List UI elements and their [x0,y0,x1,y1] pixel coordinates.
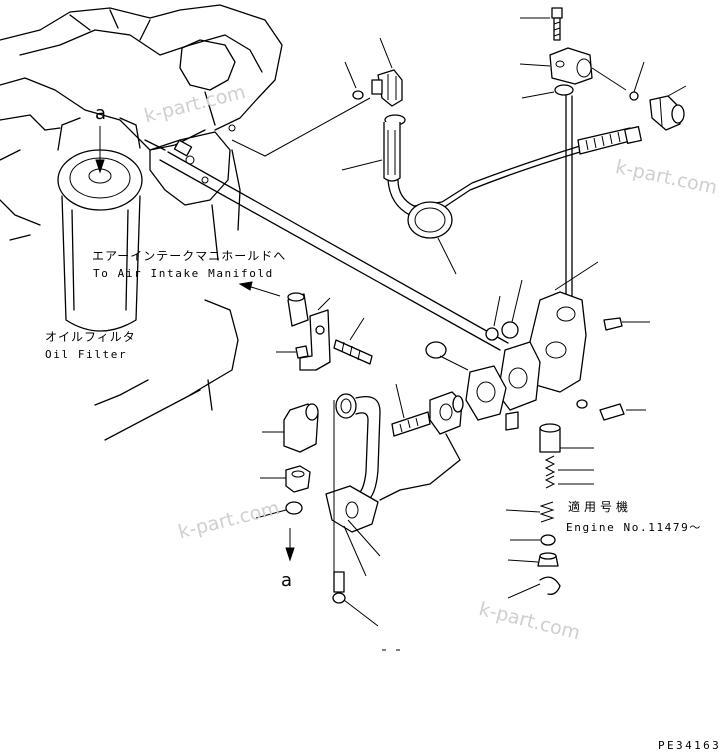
washer-top [344,61,364,100]
gasket-top-right [521,84,574,99]
manifold-label-en: To Air Intake Manifold [93,267,274,280]
oil-pipe-to-valve [159,139,509,351]
oil-filter [44,117,166,332]
rubber-hose [341,114,581,275]
engine-serial-label-jp: 適用号機 [568,500,633,514]
elbow-fitting-left [255,403,319,519]
elbow-fitting-right [629,61,687,131]
lower-pipe-assembly [325,393,381,627]
reference-marker-a-bottom: a [281,570,293,591]
drawing-code: PE34163 [658,739,722,752]
banjo-center [379,383,464,501]
o-rings [425,279,523,371]
filter-label-en: Oil Filter [45,348,128,361]
reference-marker-a-top: a [95,103,107,124]
reference-arrows [95,126,295,562]
banjo-block [519,47,627,91]
engine-serial-label-en: Engine No.11479～ [566,521,702,534]
leader-manifold [231,97,371,157]
valve-body [465,261,650,431]
pipe-top-right [565,95,642,301]
bracket-and-bolt [276,292,373,371]
relief-valve-parts [505,423,594,599]
filter-label-jp: オイルフィルタ [45,330,136,344]
banjo-bolt-top [520,7,563,41]
manifold-label-jp: エアーインテークマニホールドへ [92,249,287,263]
elbow-fitting-top [371,37,403,107]
engine-block [0,4,283,441]
